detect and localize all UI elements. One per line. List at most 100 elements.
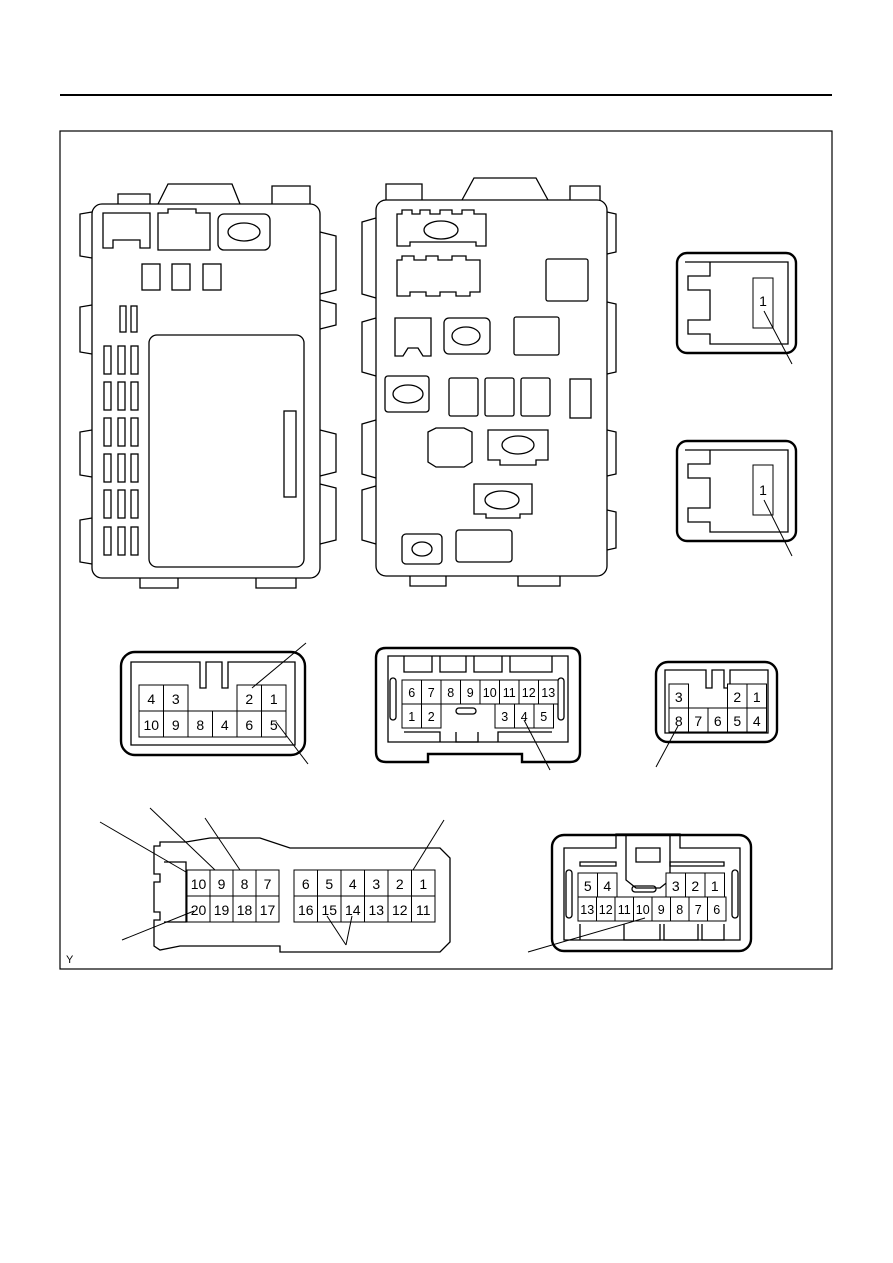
pin-label: 13 xyxy=(541,686,555,700)
pin-label: 7 xyxy=(264,876,272,892)
pin-label: 12 xyxy=(522,686,536,700)
pin-label: 18 xyxy=(237,902,253,918)
pin-label: 15 xyxy=(321,902,337,918)
pin-label: 3 xyxy=(372,876,380,892)
pin-label: 2 xyxy=(691,878,699,894)
pin-label: 7 xyxy=(694,713,702,729)
pin-label: 5 xyxy=(540,710,547,724)
pin-label: 1 xyxy=(419,876,427,892)
pin-label: 6 xyxy=(302,876,310,892)
pin-label: 11 xyxy=(503,686,516,700)
pin-label: 5 xyxy=(270,717,278,733)
fuse-slot xyxy=(117,381,126,411)
pin-label: 9 xyxy=(658,903,665,917)
pin-label: 8 xyxy=(676,903,683,917)
pin-label: 2 xyxy=(396,876,404,892)
pin-label: 10 xyxy=(143,717,159,733)
pin-cell xyxy=(411,895,436,923)
pin-label: 2 xyxy=(428,710,435,724)
pin-label: 6 xyxy=(408,686,415,700)
pin-label: 17 xyxy=(260,902,276,918)
fuse-slot xyxy=(117,489,126,519)
pin-label: 12 xyxy=(599,903,613,917)
fuse-slot xyxy=(117,345,126,375)
pin-cell xyxy=(421,703,442,729)
pin-label: 13 xyxy=(368,902,384,918)
fuse-slot xyxy=(103,489,112,519)
figure-code: Y xyxy=(66,954,74,966)
pin-cell xyxy=(707,896,727,922)
pin-label: 1 xyxy=(753,689,761,705)
pin-label: 3 xyxy=(672,878,680,894)
pin-label: 11 xyxy=(618,903,631,917)
fuse-slot xyxy=(103,526,112,556)
pin-label: 12 xyxy=(392,902,408,918)
pin-label: 4 xyxy=(147,691,155,707)
pin-label: 8 xyxy=(447,686,454,700)
pin-label: 3 xyxy=(501,710,508,724)
fuse-slot xyxy=(117,417,126,447)
fuse-slot xyxy=(130,489,139,519)
pin-label: 4 xyxy=(603,878,611,894)
pin-label: 19 xyxy=(214,902,230,918)
fuse-slot xyxy=(103,381,112,411)
pin-label: 3 xyxy=(172,691,180,707)
junction-block-right xyxy=(361,177,617,587)
connector-single-a: 1 xyxy=(675,251,798,365)
pin-label: 3 xyxy=(675,689,683,705)
pin-label: 7 xyxy=(428,686,435,700)
pin-cell xyxy=(533,703,554,729)
pin-label: 2 xyxy=(245,691,253,707)
pin-label: 5 xyxy=(325,876,333,892)
pin-label: 16 xyxy=(298,902,314,918)
pin-label: 9 xyxy=(172,717,180,733)
pin-label: 1 xyxy=(711,878,719,894)
pin-label: 13 xyxy=(580,903,594,917)
pin-label: 10 xyxy=(483,686,497,700)
pin-label: 14 xyxy=(345,902,361,918)
pin-cell xyxy=(163,710,189,738)
pin-label: 7 xyxy=(695,903,702,917)
pin-label: 8 xyxy=(196,717,204,733)
pin-label: 11 xyxy=(416,902,431,918)
pin-label: 8 xyxy=(675,713,683,729)
pin-label: 4 xyxy=(349,876,357,892)
fuse-slot xyxy=(103,345,112,375)
fuse-slot xyxy=(130,526,139,556)
fuse-slot xyxy=(103,417,112,447)
pin-label: 4 xyxy=(753,713,761,729)
fuse-slot xyxy=(130,453,139,483)
fuse-slot xyxy=(117,526,126,556)
pin-label: 20 xyxy=(191,902,207,918)
pin-label: 6 xyxy=(713,903,720,917)
fuse-slot xyxy=(130,417,139,447)
fuse-slot xyxy=(130,345,139,375)
pin-label: 1 xyxy=(759,482,767,498)
pin-label: 5 xyxy=(733,713,741,729)
pin-cell xyxy=(138,710,164,738)
figure-frame xyxy=(59,130,833,970)
fuse-slot xyxy=(103,453,112,483)
pin-label: 1 xyxy=(270,691,278,707)
junction-block-left xyxy=(79,183,337,589)
pin-label: 4 xyxy=(221,717,229,733)
pin-label: 9 xyxy=(218,876,226,892)
pin-label: 2 xyxy=(733,689,741,705)
pin-cell xyxy=(255,895,280,923)
fuse-slot xyxy=(117,453,126,483)
pin-cell xyxy=(261,710,287,738)
pin-cell xyxy=(163,684,189,712)
pin-label: 6 xyxy=(245,717,253,733)
pin-label: 1 xyxy=(408,710,415,724)
pin-label: 5 xyxy=(584,878,592,894)
pin-label: 8 xyxy=(241,876,249,892)
pin-label: 10 xyxy=(636,903,650,917)
pin-cell xyxy=(212,710,238,738)
pin-label: 10 xyxy=(191,876,207,892)
pin-cell xyxy=(236,684,262,712)
